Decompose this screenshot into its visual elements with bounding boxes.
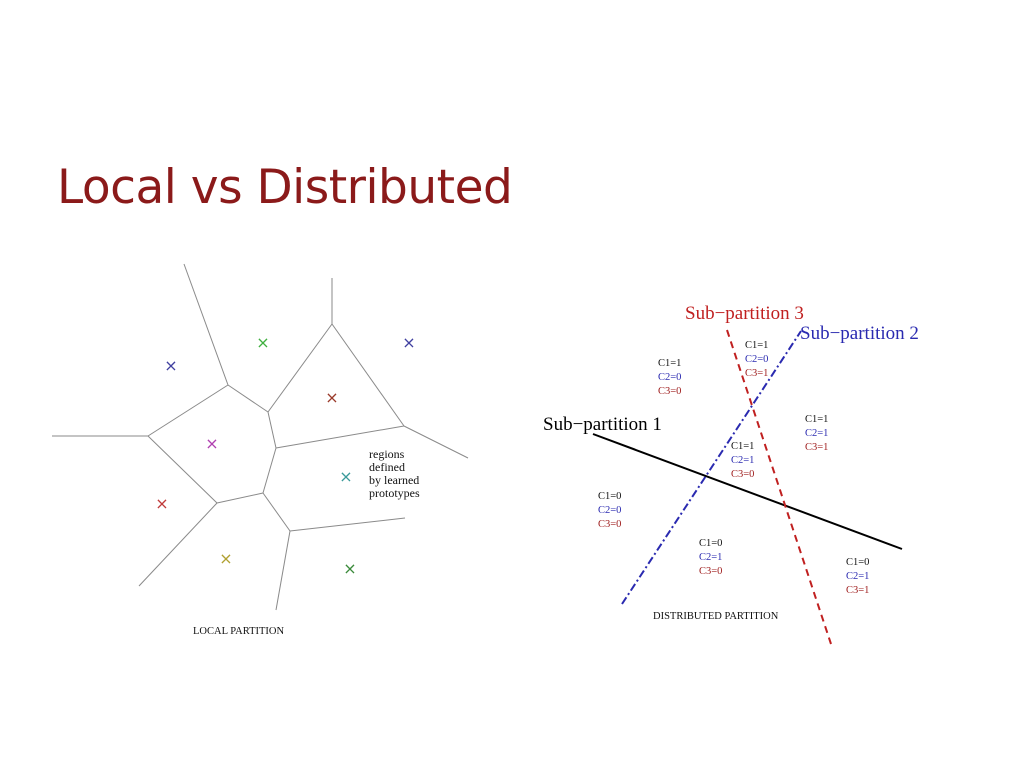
voronoi-edge xyxy=(275,425,405,449)
code-c3: C3=0 xyxy=(731,469,754,480)
code-c3: C3=0 xyxy=(658,386,681,397)
region-code-label: C1=0 C2=0 C3=0 xyxy=(598,491,621,530)
prototype-marker: × xyxy=(205,434,218,453)
code-c3: C3=1 xyxy=(846,585,869,596)
code-c3: C3=1 xyxy=(805,442,828,453)
voronoi-edge xyxy=(138,502,218,587)
code-c1: C1=1 xyxy=(658,358,681,369)
voronoi-edge xyxy=(262,447,277,494)
sub-partition-2-line xyxy=(621,330,802,605)
voronoi-edge xyxy=(275,530,291,611)
sub-partition-2-label: Sub−partition 2 xyxy=(800,323,919,344)
region-code-label: C1=0 C2=1 C3=1 xyxy=(846,557,869,596)
region-code-label: C1=1 C2=1 C3=0 xyxy=(731,441,754,480)
voronoi-edge xyxy=(331,323,405,427)
code-c1: C1=0 xyxy=(699,538,722,549)
prototype-marker: × xyxy=(164,356,177,375)
voronoi-edge xyxy=(183,263,229,386)
local-partition-caption: LOCAL PARTITION xyxy=(193,626,284,637)
voronoi-edge xyxy=(267,411,277,449)
sub-partition-3-label: Sub−partition 3 xyxy=(685,303,804,324)
region-code-label: C1=1 C2=0 C3=0 xyxy=(658,358,681,397)
code-c2: C2=1 xyxy=(731,455,754,466)
sub-partition-1-line xyxy=(592,433,903,550)
code-c1: C1=1 xyxy=(805,414,828,425)
voronoi-edge xyxy=(147,435,218,504)
prototype-marker: × xyxy=(219,549,232,568)
region-codes: C1=1 C2=0 C3=0 C1=1 C2=0 C3=1 C1=1 C2=1 … xyxy=(598,340,869,596)
sub-partition-3-line xyxy=(726,329,832,645)
distributed-partition-diagram: Sub−partition 1 Sub−partition 2 Sub−part… xyxy=(543,303,919,645)
code-c1: C1=0 xyxy=(846,557,869,568)
voronoi-edge xyxy=(267,323,333,413)
slide-title: Local vs Distributed xyxy=(57,160,513,215)
region-code-label: C1=1 C2=0 C3=1 xyxy=(745,340,768,379)
region-code-label: C1=1 C2=1 C3=1 xyxy=(805,414,828,453)
voronoi-edge xyxy=(289,517,406,532)
prototype-marker: × xyxy=(155,494,168,513)
code-c1: C1=0 xyxy=(598,491,621,502)
voronoi-edge xyxy=(147,384,229,437)
code-c1: C1=1 xyxy=(731,441,754,452)
code-c2: C2=1 xyxy=(846,571,869,582)
voronoi-edge xyxy=(227,384,269,413)
code-c3: C3=0 xyxy=(598,519,621,530)
voronoi-edges xyxy=(52,263,469,611)
code-c2: C2=0 xyxy=(598,505,621,516)
region-code-label: C1=0 C2=1 C3=0 xyxy=(699,538,722,577)
prototype-marker: × xyxy=(339,467,352,486)
prototype-marker: × xyxy=(256,333,269,352)
code-c1: C1=1 xyxy=(745,340,768,351)
code-c3: C3=0 xyxy=(699,566,722,577)
prototypes-annotation: regions defined by learned prototypes xyxy=(369,447,422,500)
code-c3: C3=1 xyxy=(745,368,768,379)
prototype-marker: × xyxy=(402,333,415,352)
voronoi-edge xyxy=(262,492,291,532)
prototype-marker: × xyxy=(325,388,338,407)
sub-partition-1-label: Sub−partition 1 xyxy=(543,414,662,435)
prototype-markers: × × × × × × × × × xyxy=(155,333,415,578)
code-c2: C2=0 xyxy=(658,372,681,383)
local-partition-diagram: × × × × × × × × × regions defined by lea… xyxy=(52,263,469,637)
code-c2: C2=0 xyxy=(745,354,768,365)
code-c2: C2=1 xyxy=(805,428,828,439)
code-c2: C2=1 xyxy=(699,552,722,563)
voronoi-edge xyxy=(403,425,469,459)
distributed-partition-caption: DISTRIBUTED PARTITION xyxy=(653,611,779,622)
voronoi-edge xyxy=(216,492,264,504)
prototype-marker: × xyxy=(343,559,356,578)
